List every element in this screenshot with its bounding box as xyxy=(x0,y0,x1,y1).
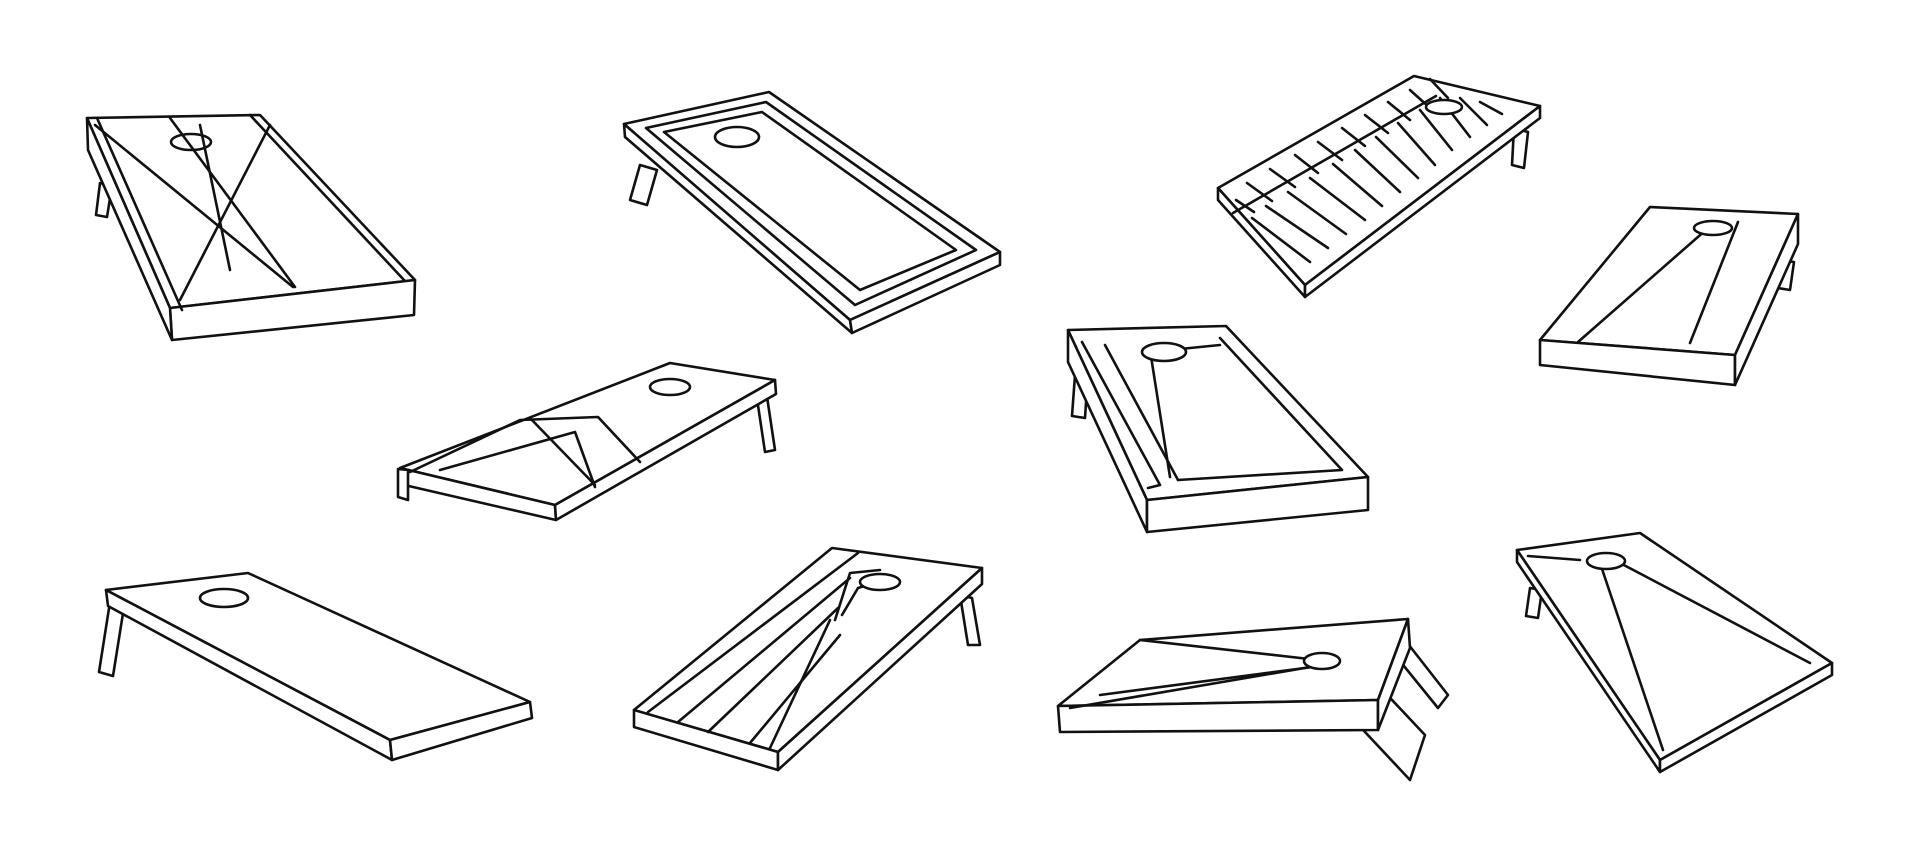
cornhole-board-herringbone xyxy=(1216,74,1542,299)
cornhole-board-x-pattern xyxy=(85,113,417,342)
cornhole-board-plain xyxy=(97,571,534,762)
cornhole-board-diagonal xyxy=(1538,205,1800,387)
cornhole-board-v-pattern xyxy=(1066,324,1370,534)
cornhole-board-triangle-fan xyxy=(1515,531,1834,774)
cornhole-board-inset-frame xyxy=(622,90,1002,335)
cornhole-board-radiating-lines xyxy=(632,546,984,772)
cornhole-board-triangle-inset xyxy=(396,361,778,522)
cornhole-board-fan-lines xyxy=(1056,617,1450,782)
